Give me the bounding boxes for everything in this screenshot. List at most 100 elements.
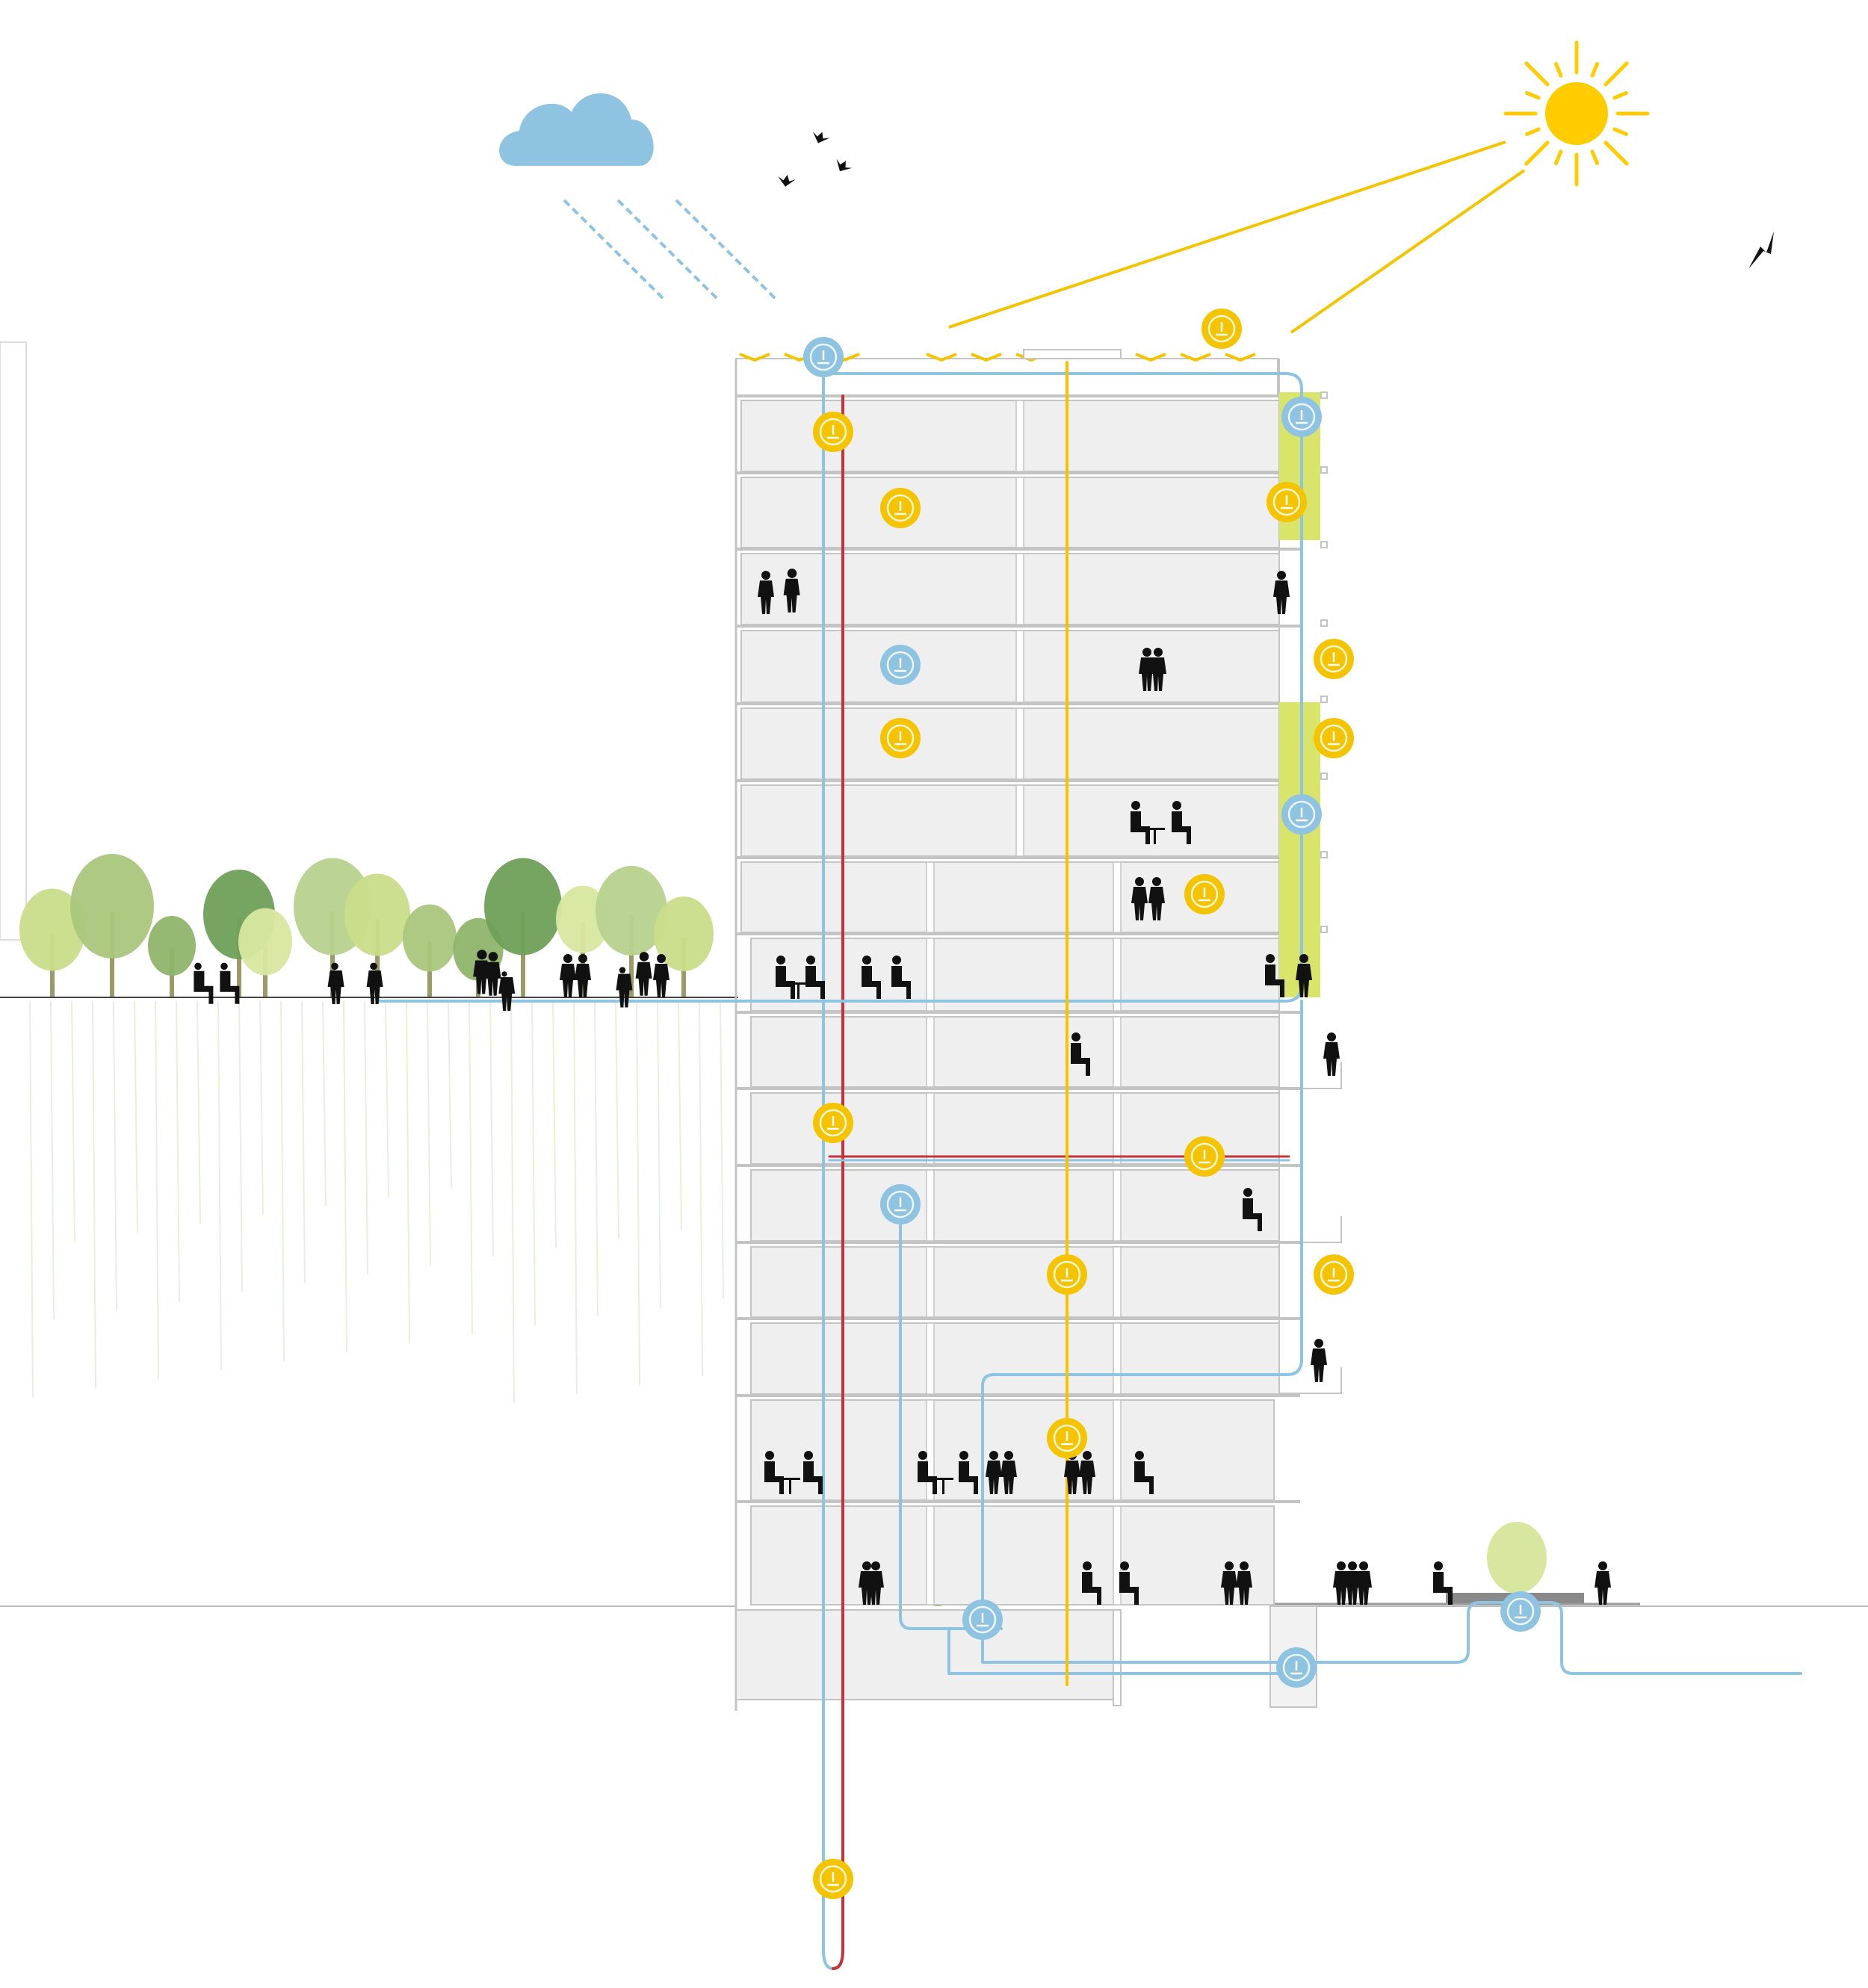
standing-person	[1001, 1451, 1017, 1494]
cloud-icon	[499, 93, 654, 166]
floor-slab	[750, 1016, 1280, 1088]
standing-person	[366, 962, 383, 1004]
standing-person	[986, 1451, 1002, 1494]
seated-person	[1082, 1561, 1101, 1605]
seated-person	[1265, 954, 1284, 997]
floor-slab	[750, 1322, 1280, 1395]
seated-person	[1172, 801, 1191, 844]
geothermal-heat-icon	[813, 1859, 853, 1899]
standing-person	[1311, 1339, 1327, 1382]
sun-beams	[948, 140, 1526, 334]
greywater-pipe	[899, 1205, 1003, 1630]
standing-person	[1323, 1032, 1340, 1076]
tree	[403, 904, 457, 972]
standing-person	[1150, 648, 1166, 691]
standing-person	[1595, 1561, 1611, 1605]
standing-person	[473, 950, 490, 994]
tree	[596, 866, 667, 956]
standing-person	[867, 1561, 884, 1605]
floor-slab	[740, 477, 1280, 548]
rainwater-collection-icon	[1281, 397, 1322, 437]
standing-person	[1355, 1561, 1372, 1605]
system-icons	[803, 309, 1541, 1899]
tree	[148, 916, 196, 976]
solar-panels	[739, 353, 1256, 362]
seated-person	[776, 956, 795, 999]
seated-person	[764, 1451, 784, 1494]
seated-person	[1134, 1451, 1154, 1494]
water-tank-icon	[1276, 1647, 1317, 1688]
standing-person	[653, 954, 669, 997]
rainwater-pipe	[376, 372, 1303, 1003]
standing-person	[498, 971, 516, 1011]
floor-slab	[740, 784, 1280, 857]
tap-icon	[880, 718, 921, 758]
seated-person	[862, 956, 881, 999]
tree	[344, 873, 410, 956]
tree	[19, 888, 85, 971]
geothermal-loop-blue	[822, 365, 835, 1970]
planter-tree	[1487, 1522, 1547, 1594]
irrigation-icon	[1281, 794, 1322, 834]
standing-person	[1296, 954, 1312, 997]
tree-trunk	[375, 919, 380, 997]
people	[194, 569, 1611, 1605]
rain	[563, 199, 779, 302]
standing-person	[1148, 877, 1165, 920]
standing-person	[616, 967, 633, 1008]
seated-person	[891, 956, 911, 999]
standing-person	[1131, 877, 1148, 920]
standing-person	[1273, 571, 1290, 614]
seated-person	[1119, 1561, 1139, 1605]
geothermal-heat-icon	[813, 412, 853, 452]
floor-slab	[740, 707, 1280, 780]
tree	[654, 897, 714, 971]
standing-person	[635, 952, 652, 996]
green-facade-lower	[1279, 702, 1320, 997]
standing-person	[1221, 1561, 1237, 1605]
seated-person	[959, 1451, 978, 1494]
water-tank-icon	[1500, 1591, 1541, 1632]
seated-person	[1071, 1032, 1090, 1076]
solar-power-icon	[1201, 309, 1242, 349]
radiant-heating-icon	[1184, 1136, 1225, 1177]
tree-trunk	[629, 915, 634, 997]
sky	[499, 40, 1774, 334]
floor-slab	[750, 1246, 1280, 1318]
seated-person	[803, 1451, 823, 1494]
heat-pump-icon	[1314, 718, 1354, 758]
sun-icon	[1503, 40, 1650, 187]
seated-person	[805, 956, 825, 999]
seated-person	[918, 1451, 937, 1494]
air-handling-icon	[1184, 874, 1225, 914]
seated-person	[1131, 801, 1150, 844]
tree	[238, 908, 292, 976]
standing-person	[1236, 1561, 1252, 1605]
standing-person	[327, 962, 344, 1004]
seated-person	[1433, 1561, 1453, 1605]
floor-slab	[740, 630, 1280, 703]
lighting-icon	[1047, 1418, 1087, 1458]
fridge-icon	[880, 645, 921, 685]
elevator-icon	[1047, 1254, 1087, 1295]
water-recycling-icon	[880, 1184, 921, 1224]
standing-person	[758, 571, 774, 614]
floor-slab	[750, 1505, 1275, 1605]
battery-storage-icon	[1314, 1254, 1354, 1295]
seated-person	[1243, 1188, 1262, 1231]
heat-exchanger-icon	[1314, 639, 1354, 679]
standing-person	[560, 954, 576, 997]
irrigation-icon	[962, 1600, 1003, 1640]
standing-person	[783, 569, 800, 613]
tree	[484, 858, 562, 956]
building	[734, 349, 1342, 1711]
floor-slab	[750, 938, 1280, 1012]
floor-slab	[740, 553, 1280, 625]
birds	[778, 131, 1774, 269]
standing-person	[484, 952, 501, 996]
ventilation-icon	[1267, 482, 1307, 522]
pipes	[376, 361, 1802, 1970]
shower-icon	[880, 488, 921, 528]
tree	[70, 854, 154, 959]
